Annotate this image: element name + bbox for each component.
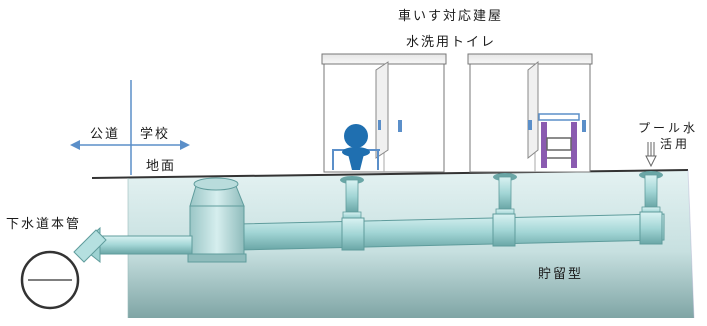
label-public-road: 公道 xyxy=(90,127,121,142)
toilet-icon xyxy=(332,124,380,170)
label-ground: 地面 xyxy=(146,159,177,174)
building-title-line2: 水洗用トイレ xyxy=(406,35,497,50)
pipe-joint xyxy=(492,213,516,247)
label-pool-water-line2: 活用 xyxy=(660,137,691,151)
main-pipe xyxy=(237,211,665,251)
pipe-joint xyxy=(341,217,365,251)
arrow-down-icon xyxy=(645,142,657,168)
door-open xyxy=(527,60,539,160)
building-right xyxy=(467,53,593,173)
door-open xyxy=(375,61,389,159)
wheelchair-icon xyxy=(528,113,580,168)
building-left xyxy=(321,53,447,173)
arrow-left-right-icon xyxy=(70,140,190,150)
label-pool-water-line1: プール水 xyxy=(638,121,699,135)
manhole-tank xyxy=(187,177,247,263)
riser-1 xyxy=(340,176,364,223)
boundary-marker xyxy=(70,80,190,175)
sewer-main-pipe xyxy=(20,250,80,310)
door-handle xyxy=(398,120,402,132)
pipe-joint xyxy=(639,211,663,245)
label-storage-type: 貯留型 xyxy=(538,267,584,282)
door-handle xyxy=(582,120,586,132)
ground-edge-right xyxy=(687,169,695,319)
building-title-line1: 車いす対応建屋 xyxy=(398,9,504,24)
label-school: 学校 xyxy=(140,127,171,142)
label-sewer-main: 下水道本管 xyxy=(6,217,82,232)
sewer-connection-pipe xyxy=(73,226,193,264)
